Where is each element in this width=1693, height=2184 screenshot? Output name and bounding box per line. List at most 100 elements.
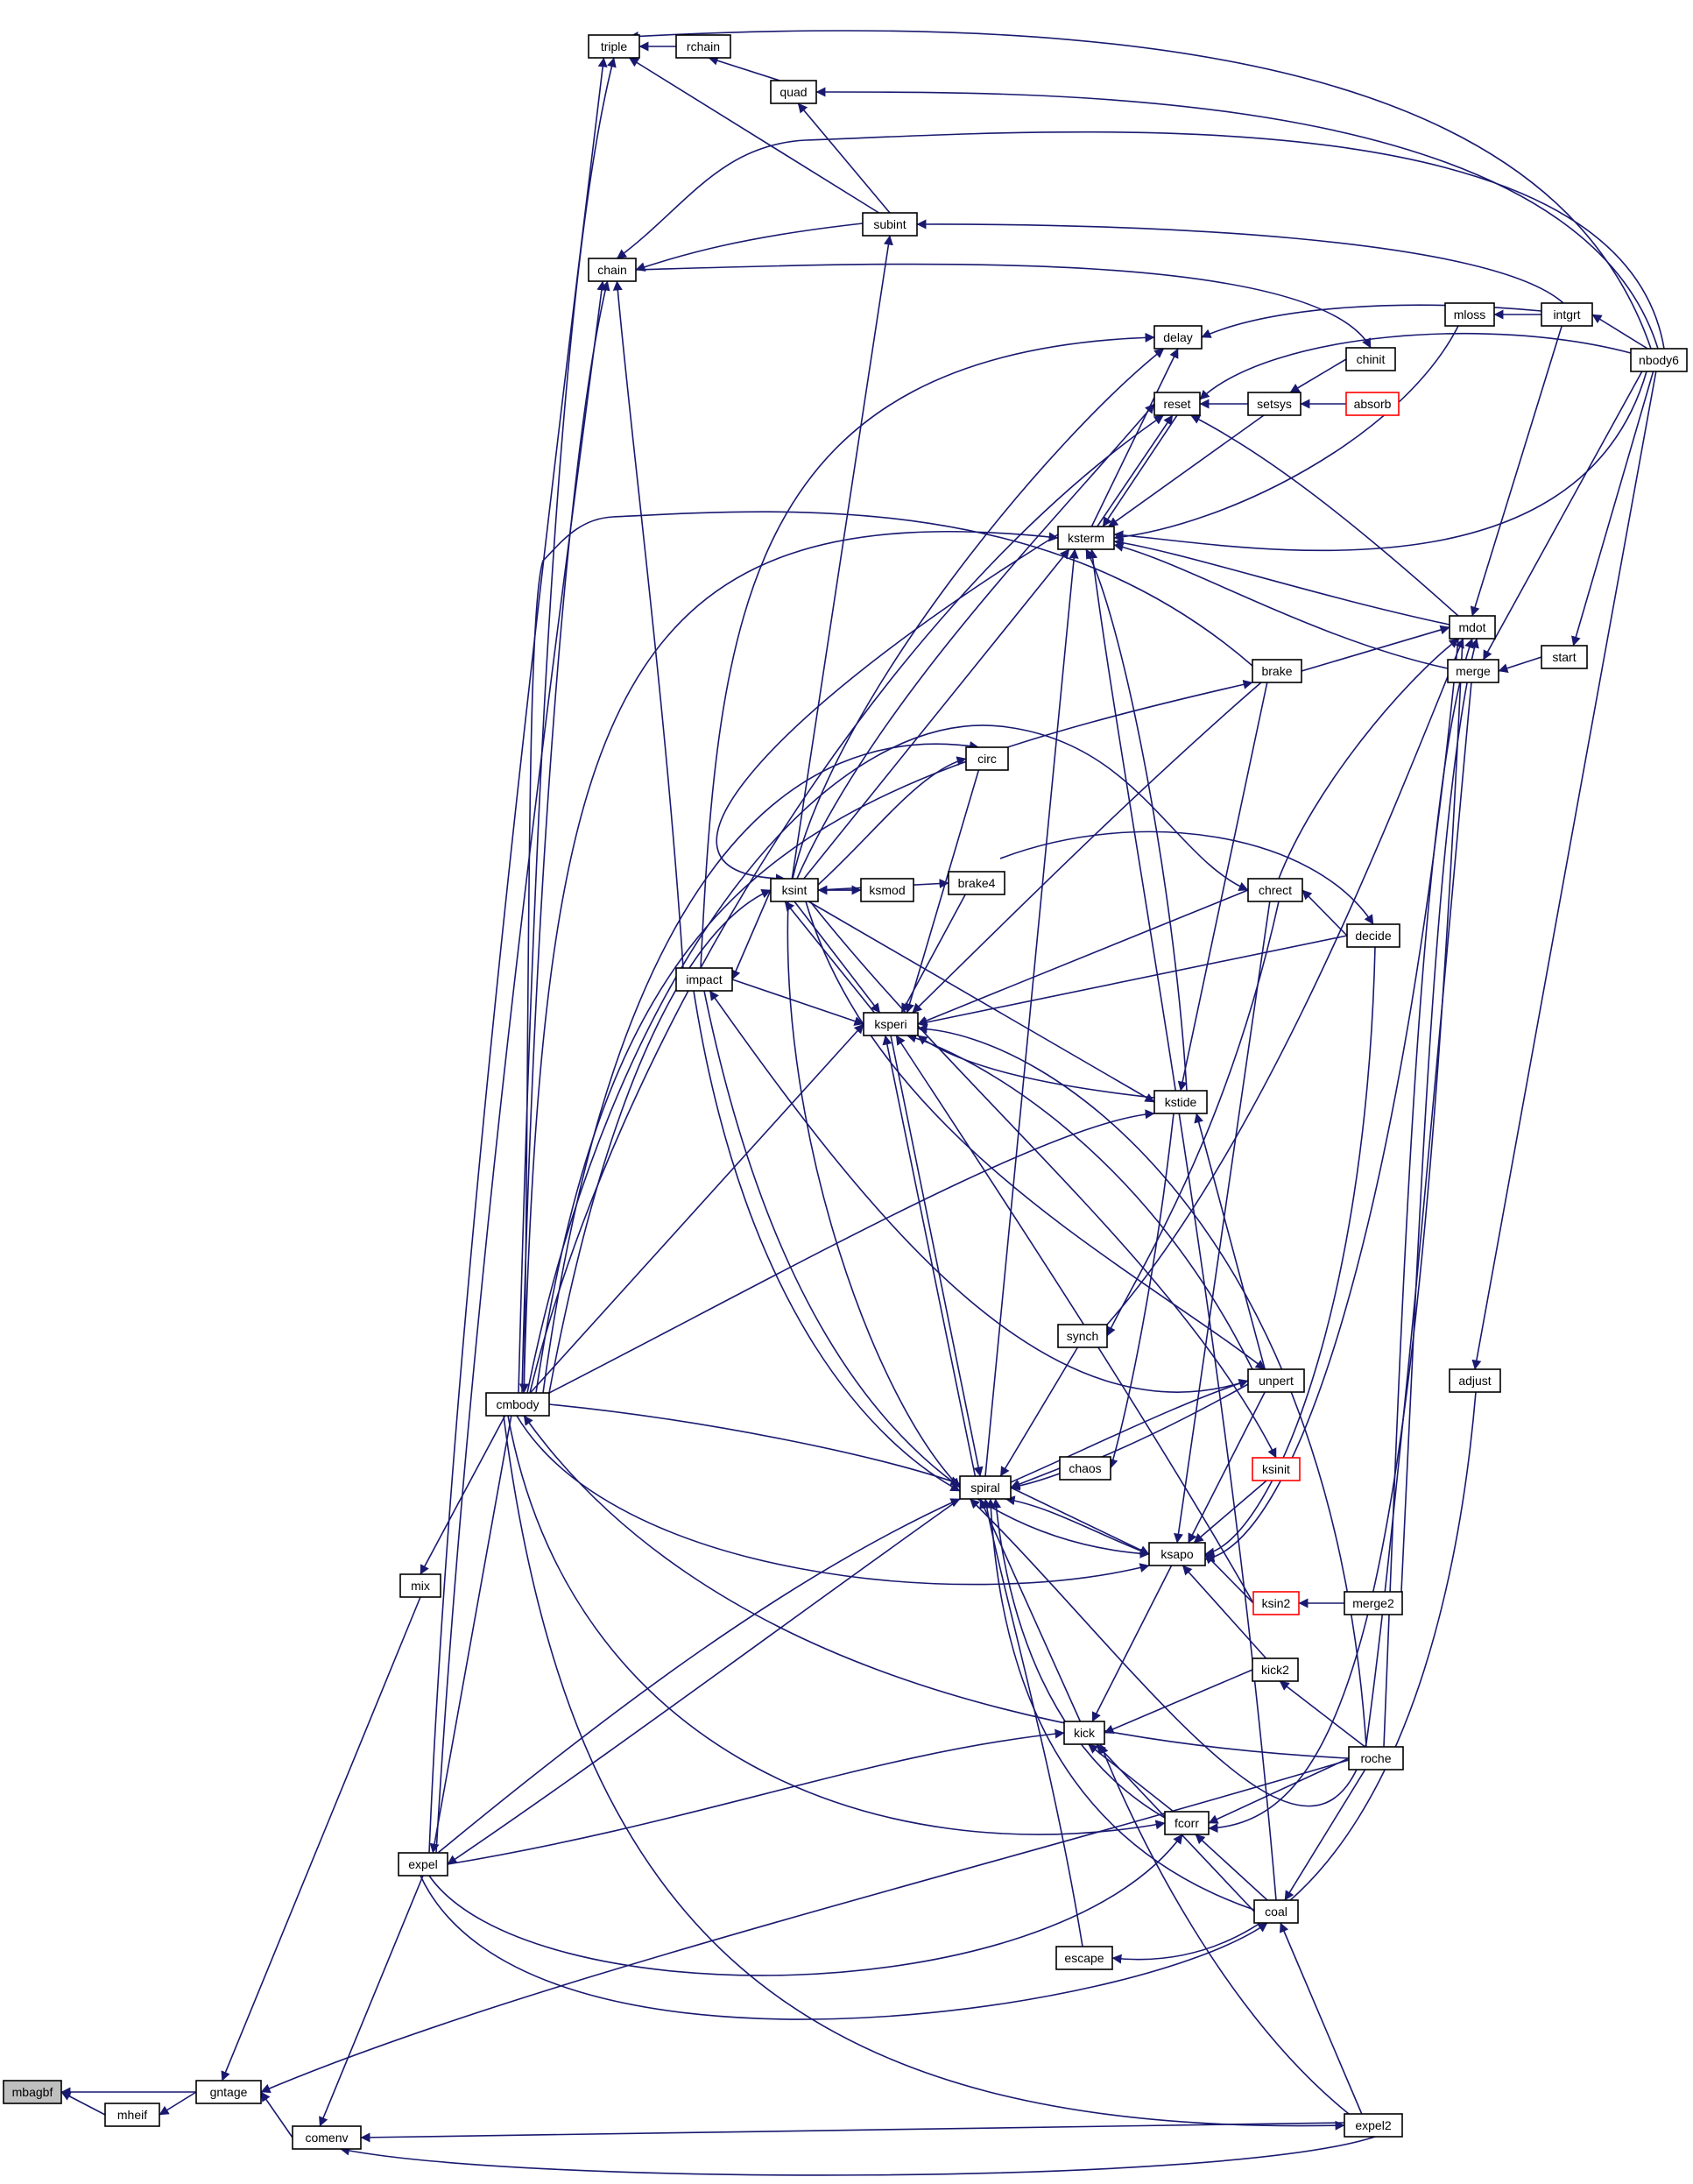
node-box-impact[interactable] <box>675 967 733 992</box>
node-quad[interactable]: quad <box>770 80 817 104</box>
node-ksperi[interactable]: ksperi <box>863 1012 919 1036</box>
node-chaos[interactable]: chaos <box>1059 1456 1111 1481</box>
node-ksinit[interactable]: ksinit <box>1252 1457 1301 1481</box>
node-ksint[interactable]: ksint <box>770 878 819 902</box>
node-box-merge[interactable] <box>1447 659 1499 683</box>
node-box-expel2[interactable] <box>1344 2113 1403 2138</box>
node-ksapo[interactable]: ksapo <box>1148 1542 1206 1566</box>
node-box-setsys[interactable] <box>1247 392 1301 416</box>
node-box-chaos[interactable] <box>1059 1456 1111 1481</box>
node-unpert[interactable]: unpert <box>1247 1368 1305 1393</box>
node-box-kick[interactable] <box>1063 1721 1105 1745</box>
node-chain[interactable]: chain <box>588 258 637 282</box>
node-coal[interactable]: coal <box>1253 1899 1299 1924</box>
node-box-kick2[interactable] <box>1252 1657 1299 1682</box>
node-box-spiral[interactable] <box>959 1475 1012 1500</box>
node-adjust[interactable]: adjust <box>1449 1368 1501 1393</box>
node-rchain[interactable]: rchain <box>675 34 731 59</box>
node-box-ksinit[interactable] <box>1252 1457 1301 1481</box>
node-start[interactable]: start <box>1541 645 1588 669</box>
node-roche[interactable]: roche <box>1348 1746 1404 1771</box>
node-nbody6[interactable]: nbody6 <box>1630 348 1688 372</box>
node-box-mbagbf[interactable] <box>3 2080 62 2104</box>
node-chinit[interactable]: chinit <box>1345 347 1396 371</box>
node-box-expel[interactable] <box>398 1852 448 1877</box>
node-box-comenv[interactable] <box>292 2125 362 2150</box>
node-chrect[interactable]: chrect <box>1247 878 1303 902</box>
node-mheif[interactable]: mheif <box>104 2103 160 2127</box>
node-box-subint[interactable] <box>862 212 918 237</box>
node-box-intgrt[interactable] <box>1541 302 1593 327</box>
node-box-chain[interactable] <box>588 258 637 282</box>
node-subint[interactable]: subint <box>862 212 918 237</box>
node-merge[interactable]: merge <box>1447 659 1499 683</box>
node-kick[interactable]: kick <box>1063 1721 1105 1745</box>
node-setsys[interactable]: setsys <box>1247 392 1301 416</box>
node-box-brake[interactable] <box>1252 659 1302 683</box>
node-box-triple[interactable] <box>588 34 640 59</box>
node-mloss[interactable]: mloss <box>1444 302 1495 327</box>
node-box-absorb[interactable] <box>1345 392 1400 416</box>
node-box-ksterm[interactable] <box>1057 526 1115 550</box>
node-brake[interactable]: brake <box>1252 659 1302 683</box>
node-box-rchain[interactable] <box>675 34 731 59</box>
node-box-decide[interactable] <box>1346 923 1400 948</box>
node-box-nbody6[interactable] <box>1630 348 1688 372</box>
node-box-ksmod[interactable] <box>860 878 914 902</box>
node-box-fcorr[interactable] <box>1164 1811 1210 1835</box>
node-box-start[interactable] <box>1541 645 1588 669</box>
node-impact[interactable]: impact <box>675 967 733 992</box>
node-brake4[interactable]: brake4 <box>948 871 1005 895</box>
node-box-delay[interactable] <box>1153 325 1203 350</box>
node-box-reset[interactable] <box>1153 392 1201 416</box>
node-box-ksperi[interactable] <box>863 1012 919 1036</box>
node-ksmod[interactable]: ksmod <box>860 878 914 902</box>
node-box-ksapo[interactable] <box>1148 1542 1206 1566</box>
node-box-mix[interactable] <box>399 1573 441 1598</box>
node-decide[interactable]: decide <box>1346 923 1400 948</box>
node-reset[interactable]: reset <box>1153 392 1201 416</box>
node-mix[interactable]: mix <box>399 1573 441 1598</box>
node-kstide[interactable]: kstide <box>1153 1090 1208 1114</box>
node-delay[interactable]: delay <box>1153 325 1203 350</box>
node-box-cmbody[interactable] <box>485 1392 550 1417</box>
node-box-chrect[interactable] <box>1247 878 1303 902</box>
node-box-gntage[interactable] <box>195 2080 262 2104</box>
node-triple[interactable]: triple <box>588 34 640 59</box>
node-mdot[interactable]: mdot <box>1449 615 1496 640</box>
node-expel[interactable]: expel <box>398 1852 448 1877</box>
node-synch[interactable]: synch <box>1057 1324 1108 1348</box>
node-box-unpert[interactable] <box>1247 1368 1305 1393</box>
node-box-adjust[interactable] <box>1449 1368 1501 1393</box>
node-mbagbf[interactable]: mbagbf <box>3 2080 62 2104</box>
node-expel2[interactable]: expel2 <box>1344 2113 1403 2138</box>
node-box-mloss[interactable] <box>1444 302 1495 327</box>
node-merge2[interactable]: merge2 <box>1344 1591 1403 1615</box>
node-intgrt[interactable]: intgrt <box>1541 302 1593 327</box>
node-box-roche[interactable] <box>1348 1746 1404 1771</box>
node-box-brake4[interactable] <box>948 871 1005 895</box>
node-gntage[interactable]: gntage <box>195 2080 262 2104</box>
node-box-circ[interactable] <box>965 746 1009 771</box>
node-absorb[interactable]: absorb <box>1345 392 1400 416</box>
node-fcorr[interactable]: fcorr <box>1164 1811 1210 1835</box>
node-box-quad[interactable] <box>770 80 817 104</box>
node-cmbody[interactable]: cmbody <box>485 1392 550 1417</box>
node-box-merge2[interactable] <box>1344 1591 1403 1615</box>
node-box-coal[interactable] <box>1253 1899 1299 1924</box>
node-box-ksin2[interactable] <box>1252 1591 1300 1615</box>
node-spiral[interactable]: spiral <box>959 1475 1012 1500</box>
node-box-escape[interactable] <box>1055 1946 1113 1970</box>
node-escape[interactable]: escape <box>1055 1946 1113 1970</box>
node-box-mdot[interactable] <box>1449 615 1496 640</box>
node-box-chinit[interactable] <box>1345 347 1396 371</box>
node-ksin2[interactable]: ksin2 <box>1252 1591 1300 1615</box>
node-comenv[interactable]: comenv <box>292 2125 362 2150</box>
node-ksterm[interactable]: ksterm <box>1057 526 1115 550</box>
node-box-kstide[interactable] <box>1153 1090 1208 1114</box>
node-box-mheif[interactable] <box>104 2103 160 2127</box>
node-kick2[interactable]: kick2 <box>1252 1657 1299 1682</box>
node-box-synch[interactable] <box>1057 1324 1108 1348</box>
node-circ[interactable]: circ <box>965 746 1009 771</box>
node-box-ksint[interactable] <box>770 878 819 902</box>
